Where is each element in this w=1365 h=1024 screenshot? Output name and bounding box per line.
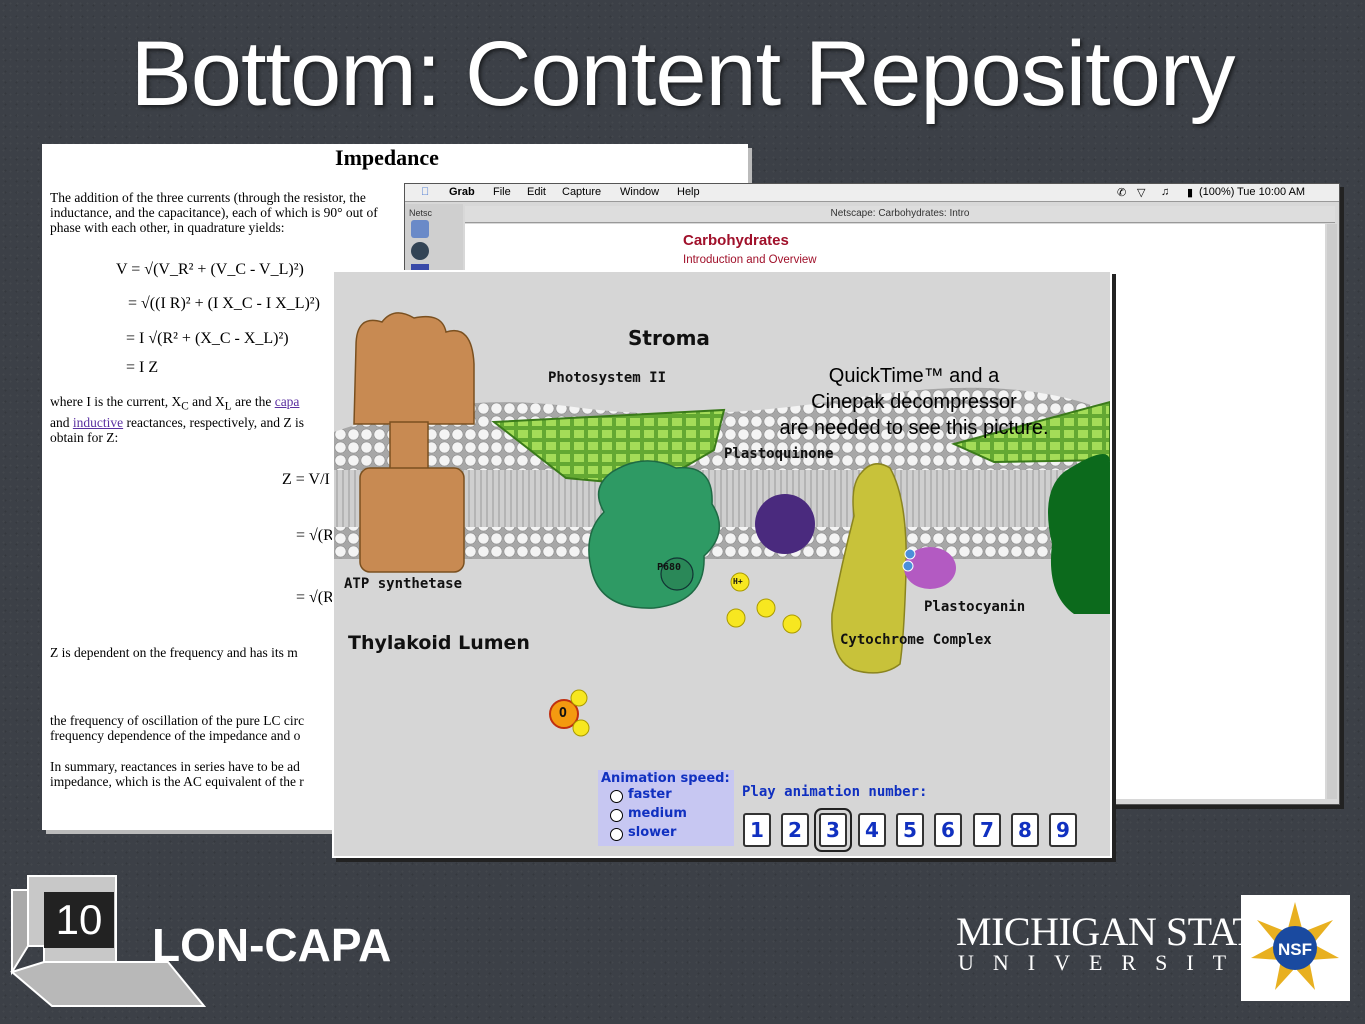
equation-r: = I √(R² + (X_C - X_L)²) xyxy=(126,330,289,347)
label-p680: P680 xyxy=(657,562,682,573)
quicktime-line-1: QuickTime™ and a xyxy=(828,365,1000,387)
animation-panel: Stroma Photosystem II Plastoquinone ATP … xyxy=(332,270,1112,858)
battery-icon: ▮ xyxy=(1187,187,1194,199)
radio-slower[interactable] xyxy=(610,828,623,841)
equation-z3: = √(R xyxy=(296,589,334,606)
speed-title: Animation speed: xyxy=(601,771,730,786)
link-capacitive[interactable]: capa xyxy=(274,394,300,409)
play-button-5[interactable]: 5 xyxy=(896,813,924,847)
menu-window[interactable]: Window xyxy=(620,186,660,198)
radio-label-medium: medium xyxy=(628,806,687,821)
plastoquinone-molecule xyxy=(755,494,815,554)
play-animation-title: Play animation number: xyxy=(742,784,928,800)
msu-wordmark-line2: UNIVERSITY xyxy=(958,950,1280,975)
radio-label-slower: slower xyxy=(628,825,677,840)
antenna-right xyxy=(951,400,1110,464)
p680-center xyxy=(660,557,694,591)
doc-paragraph-1: The addition of the three currents (thro… xyxy=(50,190,378,235)
membrane-top-layer xyxy=(334,387,1110,472)
proton-icon-1 xyxy=(730,572,750,592)
atp-synthase-head xyxy=(353,312,475,425)
radio-medium[interactable] xyxy=(610,809,623,822)
radio-faster[interactable] xyxy=(610,790,623,803)
quicktime-line-2: Cinepak decompressor xyxy=(811,391,1017,413)
menu-edit[interactable]: Edit xyxy=(527,186,546,198)
quicktime-line-3: are needed to see this picture. xyxy=(779,417,1049,439)
doc-title: Impedance xyxy=(335,145,439,170)
play-button-2[interactable]: 2 xyxy=(781,813,809,847)
nsf-logo: NSF xyxy=(1241,895,1350,1001)
browser-titlebar: Netscape: Carbohydrates: Intro xyxy=(465,206,1335,223)
apple-icon[interactable]:  xyxy=(421,186,429,198)
photosystem-i-edge xyxy=(1048,454,1110,614)
svg-text:NSF: NSF xyxy=(1278,940,1312,959)
doc-paragraph-4: the frequency of oscillation of the pure… xyxy=(50,713,305,743)
equation-ir: = √((I R)² + (I X_C - I X_L)²) xyxy=(128,295,320,312)
lon-capa-wordmark: LON-CAPA xyxy=(152,919,392,971)
wifi-icon: ▽ xyxy=(1137,187,1146,199)
finder-icon[interactable] xyxy=(411,220,429,238)
netscape-tab-stub[interactable]: Netsc xyxy=(409,208,433,218)
label-thylakoid-lumen: Thylakoid Lumen xyxy=(348,632,530,654)
battery-percent: (100%) xyxy=(1199,186,1235,198)
nsf-seal-icon: NSF xyxy=(1251,902,1339,990)
label-plastoquinone: Plastoquinone xyxy=(724,446,834,462)
label-oxygen: O xyxy=(559,706,567,721)
radio-label-faster: faster xyxy=(628,787,672,802)
link-inductive[interactable]: inductive xyxy=(72,414,124,430)
water-proton-2 xyxy=(572,719,590,737)
water-proton-1 xyxy=(570,689,588,707)
menubar-clock: Tue 10:00 AM xyxy=(1237,186,1306,198)
doc-paragraph-5: In summary, reactances in series have to… xyxy=(50,759,304,789)
browser-scrollbar[interactable] xyxy=(1327,224,1337,799)
proton-icon-2 xyxy=(756,598,776,618)
slide-title: Bottom: Content Repository xyxy=(130,23,1235,125)
electron-icon-2 xyxy=(902,560,914,572)
animation-speed-panel: Animation speed: faster medium slower xyxy=(598,770,734,846)
play-button-4[interactable]: 4 xyxy=(858,813,886,847)
cytochrome-complex-shape xyxy=(831,463,907,674)
play-button-6[interactable]: 6 xyxy=(934,813,962,847)
doc-paragraph-2: where I is the current, XC and XL are th… xyxy=(50,394,305,445)
label-cytochrome-complex: Cytochrome Complex xyxy=(840,632,992,648)
menu-file[interactable]: File xyxy=(493,186,511,198)
page-heading: Carbohydrates xyxy=(683,232,789,249)
equation-z: Z = V/I xyxy=(282,471,330,488)
equation-iz: = I Z xyxy=(126,359,159,376)
phone-icon: ✆ xyxy=(1117,187,1127,199)
label-photosystem-ii: Photosystem II xyxy=(548,370,667,386)
membrane-illustration xyxy=(334,312,1110,737)
play-button-1[interactable]: 1 xyxy=(743,813,771,847)
play-button-7[interactable]: 7 xyxy=(973,813,1001,847)
label-atp-synthetase: ATP synthetase xyxy=(344,576,463,592)
proton-icon-3 xyxy=(726,608,746,628)
doc-paragraph-3: Z is dependent on the frequency and has … xyxy=(50,645,298,660)
atp-synthase-stalk xyxy=(389,421,429,473)
menu-capture[interactable]: Capture xyxy=(562,186,602,198)
equation-z2: = √(R xyxy=(296,527,334,544)
plastocyanin-molecule xyxy=(904,547,956,589)
volume-icon: ♫ xyxy=(1161,186,1170,198)
page-subheading: Introduction and Overview xyxy=(683,254,817,266)
proton-icon-4 xyxy=(782,614,802,634)
label-proton: H+ xyxy=(733,577,743,586)
play-button-9[interactable]: 9 xyxy=(1049,813,1077,847)
equation-v: V = √(V_R² + (V_C - V_L)²) xyxy=(116,261,304,278)
water-oxygen-icon xyxy=(549,699,579,729)
play-button-3[interactable]: 3 xyxy=(819,813,847,847)
menu-help[interactable]: Help xyxy=(677,186,700,198)
label-stroma: Stroma xyxy=(628,326,710,350)
menu-grab[interactable]: Grab xyxy=(449,186,475,198)
play-button-8[interactable]: 8 xyxy=(1011,813,1039,847)
slide-number: 10 xyxy=(44,892,114,948)
msu-wordmark-line1: MICHIGAN STATE xyxy=(956,909,1281,954)
photosystem-ii-complex xyxy=(588,460,721,609)
netscape-icon[interactable] xyxy=(411,242,429,260)
mac-menubar:  Grab File Edit Capture Window Help ✆ ▽… xyxy=(405,184,1339,202)
atp-synthase-base xyxy=(359,467,465,573)
label-plastocyanin: Plastocyanin xyxy=(924,599,1026,615)
electron-icon-1 xyxy=(904,548,916,560)
